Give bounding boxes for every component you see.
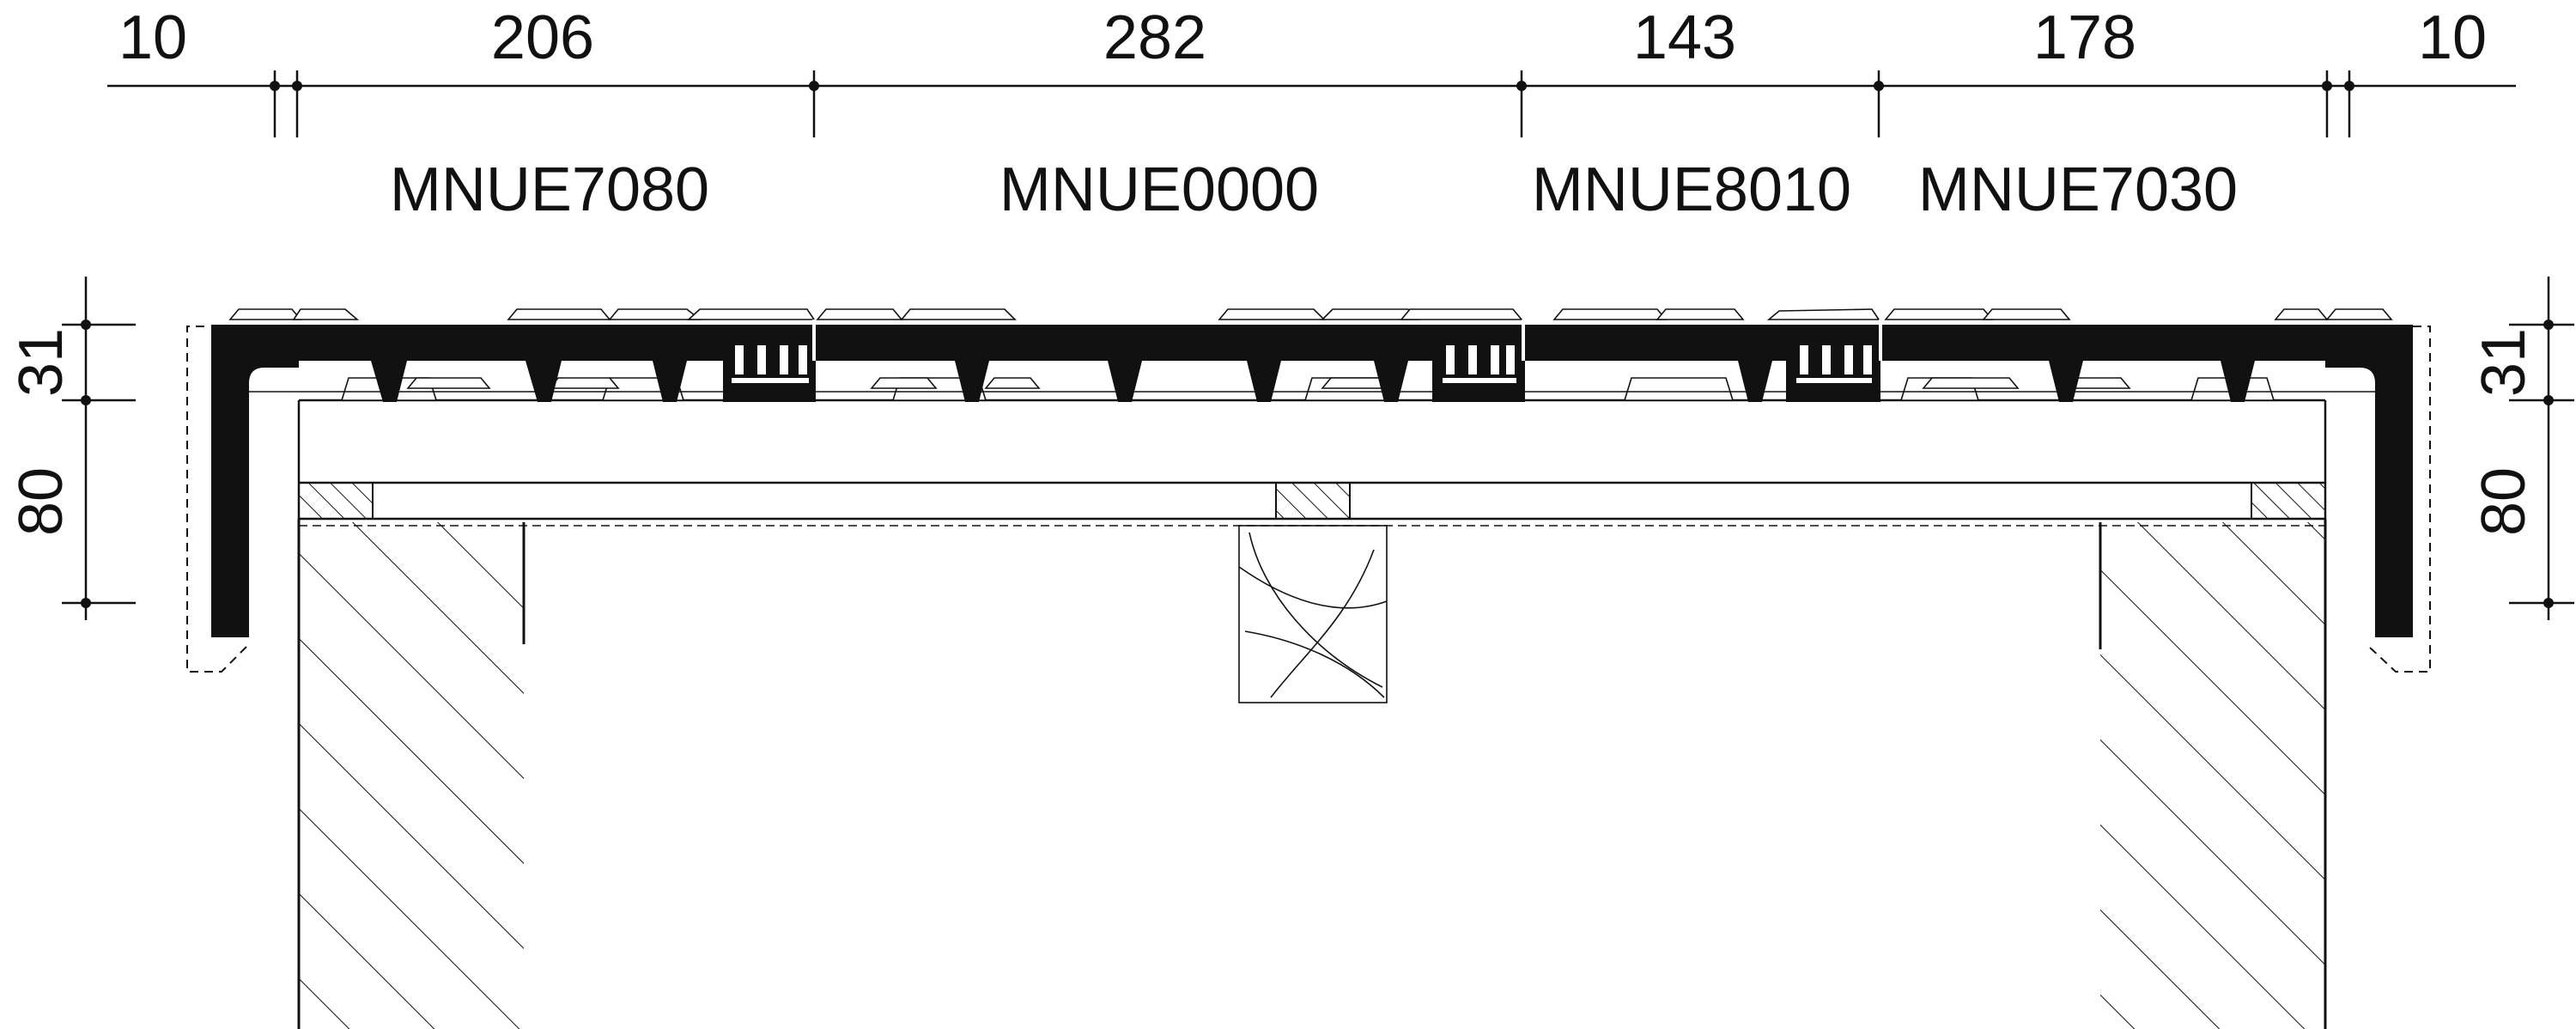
top-dimension-ticks [273,70,2351,137]
top-dimension-dots [270,81,2354,91]
left-wall-section [297,519,526,1029]
left-dimension-chain: 31 80 [7,277,136,620]
outer-dashed-contours [186,326,2431,673]
top-dimension-2: 206 [491,3,594,72]
right-dimension-2: 80 [2470,467,2538,536]
profile-code-1: MNUE7080 [390,155,709,224]
top-dimension-chain: 10 206 282 143 178 10 [107,3,2516,137]
profile-code-3: MNUE8010 [1532,155,1851,224]
left-dimension-1: 31 [7,328,76,397]
black-profile-channel [211,325,2413,637]
profile-clip-slots [732,320,1882,383]
right-dimension-1: 31 [2470,328,2538,397]
support-beam [297,399,2327,527]
paving-blocks [228,308,2393,401]
right-wall-section [2099,519,2327,1029]
top-dimension-4: 143 [1633,3,1736,72]
left-dimension-2: 80 [7,467,76,536]
top-dimension-5: 178 [2033,3,2136,72]
profile-code-2: MNUE0000 [999,155,1319,224]
profile-code-4: MNUE7030 [1918,155,2238,224]
profile-code-labels: MNUE7080 MNUE0000 MNUE8010 MNUE7030 [390,155,2238,224]
top-dimension-1: 10 [118,3,187,72]
top-dimension-6: 10 [2418,3,2487,72]
center-post-section [1238,525,1388,703]
top-dimension-3: 282 [1103,3,1206,72]
right-dimension-chain: 31 80 [2470,277,2574,620]
